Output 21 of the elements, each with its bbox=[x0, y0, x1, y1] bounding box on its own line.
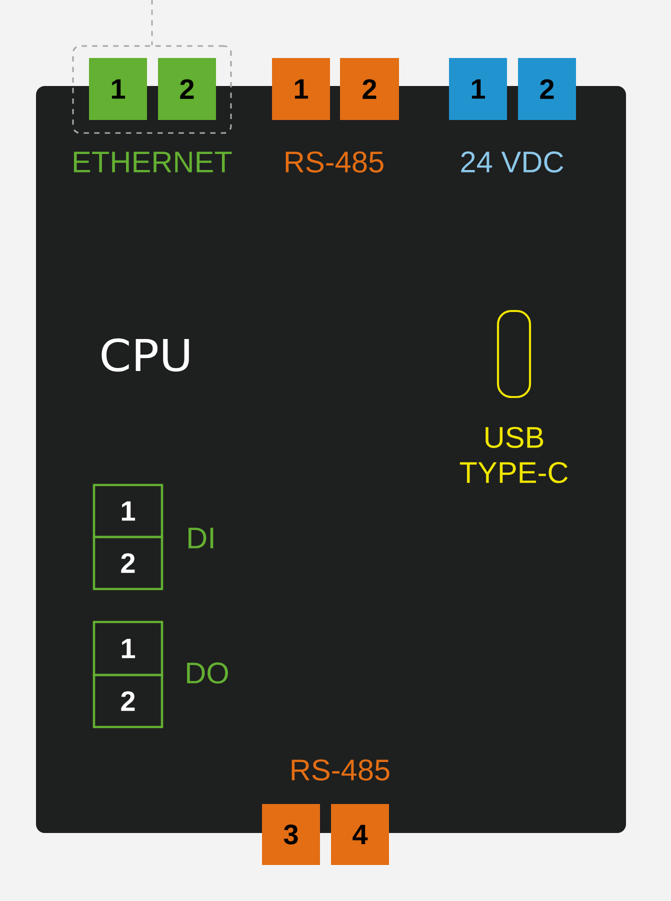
terminal-block: 1 bbox=[449, 58, 507, 120]
terminal-block: 1 bbox=[89, 58, 147, 120]
terminal-cell: 2 bbox=[92, 674, 164, 728]
terminal-block: 3 bbox=[262, 804, 320, 865]
port-label: USB TYPE-C bbox=[460, 426, 568, 484]
port-label: ETHERNET bbox=[74, 152, 232, 172]
terminal-block: 1 bbox=[272, 58, 330, 120]
port-label: DI bbox=[188, 528, 214, 548]
terminal-block: 2 bbox=[158, 58, 216, 120]
port-label: RS-485 bbox=[292, 759, 390, 781]
terminal-cell: 2 bbox=[92, 536, 164, 590]
port-label: RS-485 bbox=[286, 151, 384, 173]
port-label: 24 VDC bbox=[461, 151, 564, 173]
leader-line bbox=[151, 0, 153, 46]
dashed-group-frame bbox=[72, 45, 232, 134]
terminal-cell: 1 bbox=[92, 620, 164, 676]
terminal-block: 4 bbox=[331, 804, 389, 865]
terminal-block: 2 bbox=[340, 58, 399, 120]
port-label: DO bbox=[187, 662, 228, 684]
terminal-cell: 1 bbox=[92, 484, 164, 538]
terminal-block: 2 bbox=[518, 58, 576, 120]
